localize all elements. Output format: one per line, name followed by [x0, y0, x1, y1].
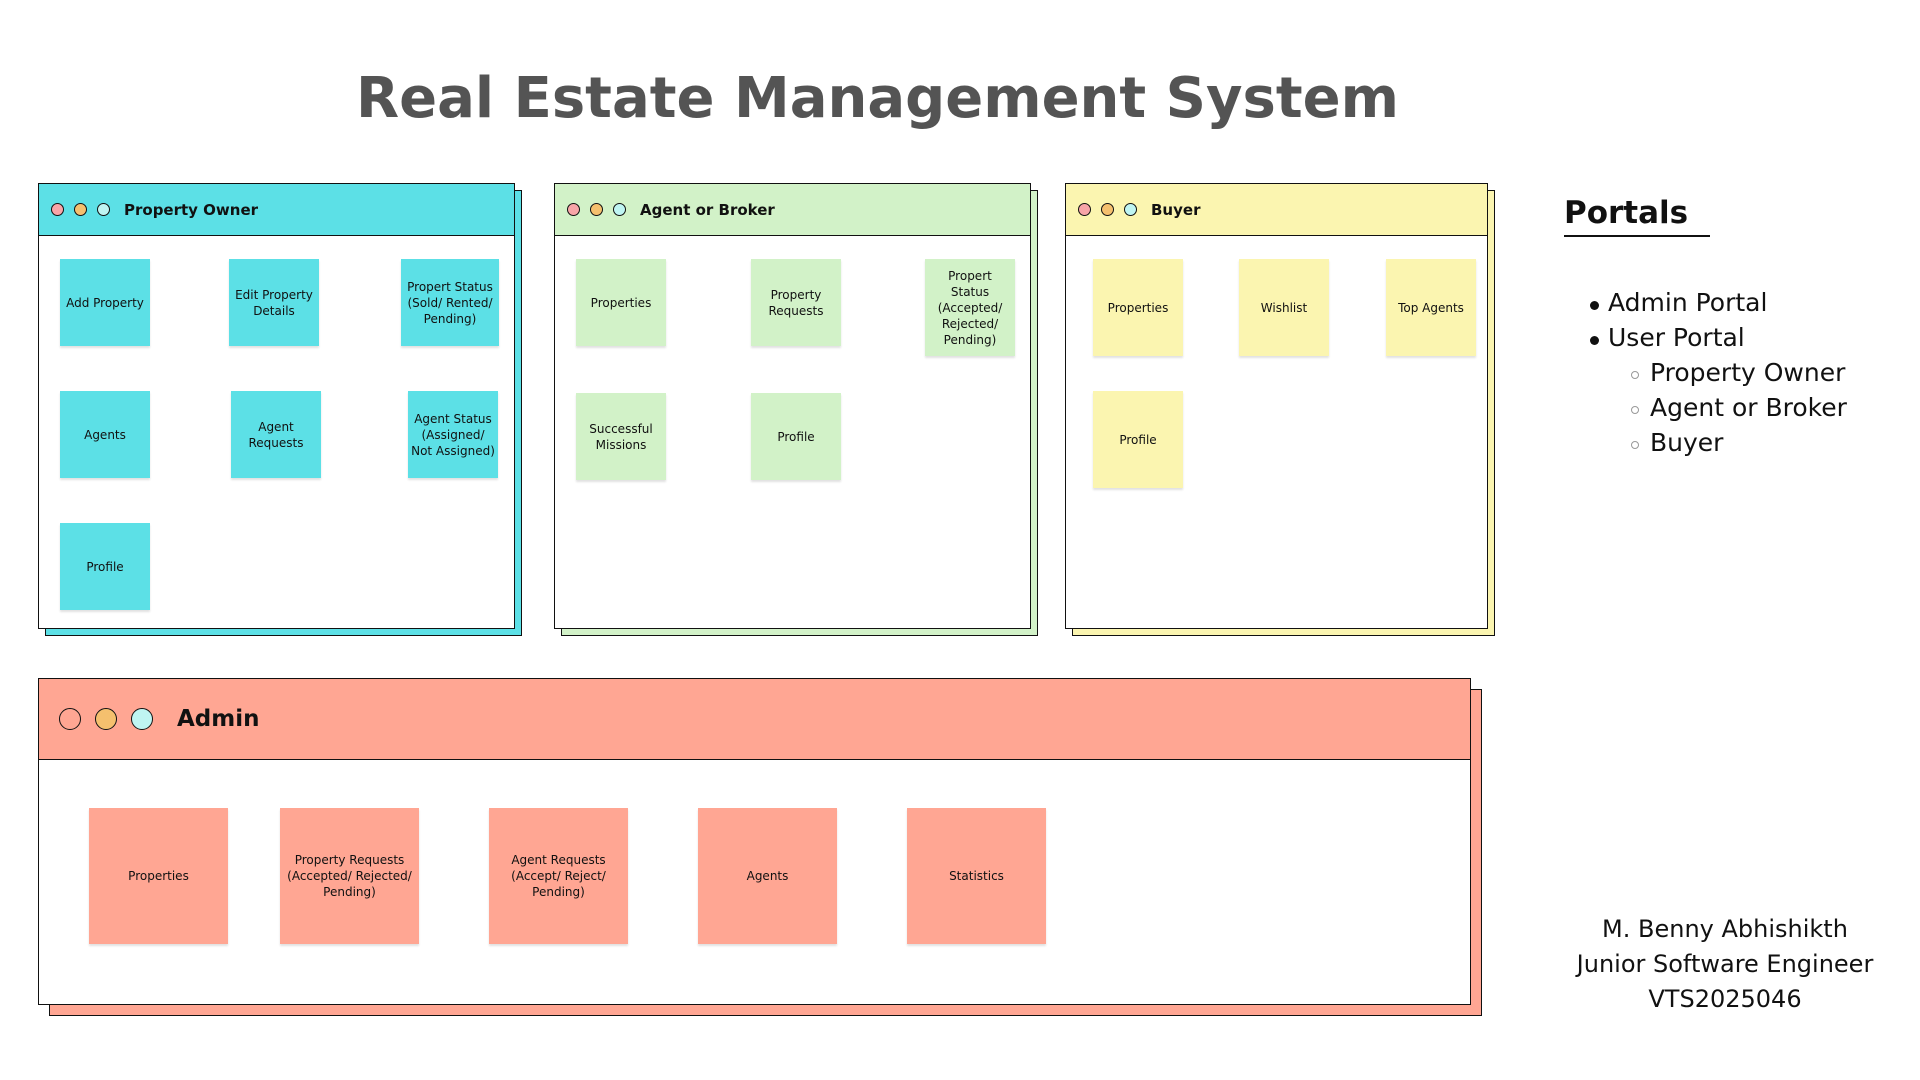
bullet-icon	[1590, 301, 1599, 310]
heading-underline	[1564, 235, 1710, 237]
note-property-requests[interactable]: Property Requests (Accepted/ Rejected/ P…	[280, 808, 419, 944]
window-title: Property Owner	[124, 200, 259, 219]
window-title: Agent or Broker	[640, 200, 775, 219]
window-title: Buyer	[1151, 200, 1201, 219]
note-agent-requests[interactable]: Agent Requests	[231, 391, 321, 478]
portal-subitem-agent: Agent or Broker	[1650, 393, 1847, 422]
admin-window: Admin Properties Property Requests (Acce…	[38, 678, 1482, 1016]
minimize-dot-icon[interactable]	[95, 708, 117, 730]
maximize-dot-icon[interactable]	[131, 708, 153, 730]
sub-bullet-icon	[1631, 371, 1639, 379]
maximize-dot-icon[interactable]	[1124, 203, 1137, 216]
portal-item-admin: Admin Portal	[1608, 288, 1768, 317]
note-property-status[interactable]: Propert Status (Sold/ Rented/ Pending)	[401, 259, 499, 346]
page-title: Real Estate Management System	[356, 66, 1399, 131]
note-property-status[interactable]: Propert Status (Accepted/ Rejected/ Pend…	[925, 259, 1015, 356]
sub-bullet-icon	[1631, 441, 1639, 449]
agent-broker-window: Agent or Broker Properties Property Requ…	[554, 183, 1038, 636]
close-dot-icon[interactable]	[567, 203, 580, 216]
window-titlebar: Admin	[39, 679, 1470, 760]
author-name: M. Benny Abhishikth	[1602, 915, 1848, 943]
sub-bullet-icon	[1631, 406, 1639, 414]
note-properties[interactable]: Properties	[576, 259, 666, 346]
maximize-dot-icon[interactable]	[97, 203, 110, 216]
note-properties[interactable]: Properties	[89, 808, 228, 944]
note-agents[interactable]: Agents	[698, 808, 837, 944]
close-dot-icon[interactable]	[59, 708, 81, 730]
note-profile[interactable]: Profile	[60, 523, 150, 610]
author-role: Junior Software Engineer	[1576, 950, 1874, 978]
note-statistics[interactable]: Statistics	[907, 808, 1046, 944]
portal-subitem-owner: Property Owner	[1650, 358, 1846, 387]
window-title: Admin	[177, 706, 260, 732]
portal-item-user: User Portal	[1608, 323, 1745, 352]
note-agent-status[interactable]: Agent Status (Assigned/ Not Assigned)	[408, 391, 498, 478]
portals-heading: Portals	[1564, 195, 1689, 231]
author-id: VTS2025046	[1648, 985, 1802, 1013]
minimize-dot-icon[interactable]	[590, 203, 603, 216]
window-titlebar: Agent or Broker	[555, 184, 1030, 236]
note-agent-requests[interactable]: Agent Requests (Accept/ Reject/ Pending)	[489, 808, 628, 944]
note-successful-missions[interactable]: Successful Missions	[576, 393, 666, 480]
note-profile[interactable]: Profile	[1093, 391, 1183, 488]
note-edit-property-details[interactable]: Edit Property Details	[229, 259, 319, 346]
note-add-property[interactable]: Add Property	[60, 259, 150, 346]
note-properties[interactable]: Properties	[1093, 259, 1183, 356]
close-dot-icon[interactable]	[51, 203, 64, 216]
bullet-icon	[1590, 336, 1599, 345]
author-block: M. Benny Abhishikth Junior Software Engi…	[1565, 912, 1885, 1017]
note-wishlist[interactable]: Wishlist	[1239, 259, 1329, 356]
portal-subitem-buyer: Buyer	[1650, 428, 1724, 457]
maximize-dot-icon[interactable]	[613, 203, 626, 216]
buyer-window: Buyer Properties Wishlist Top Agents Pro…	[1065, 183, 1495, 636]
note-property-requests[interactable]: Property Requests	[751, 259, 841, 346]
note-profile[interactable]: Profile	[751, 393, 841, 480]
note-top-agents[interactable]: Top Agents	[1386, 259, 1476, 356]
note-agents[interactable]: Agents	[60, 391, 150, 478]
minimize-dot-icon[interactable]	[74, 203, 87, 216]
window-titlebar: Property Owner	[39, 184, 514, 236]
close-dot-icon[interactable]	[1078, 203, 1091, 216]
window-titlebar: Buyer	[1066, 184, 1487, 236]
property-owner-window: Property Owner Add Property Edit Propert…	[38, 183, 522, 636]
minimize-dot-icon[interactable]	[1101, 203, 1114, 216]
